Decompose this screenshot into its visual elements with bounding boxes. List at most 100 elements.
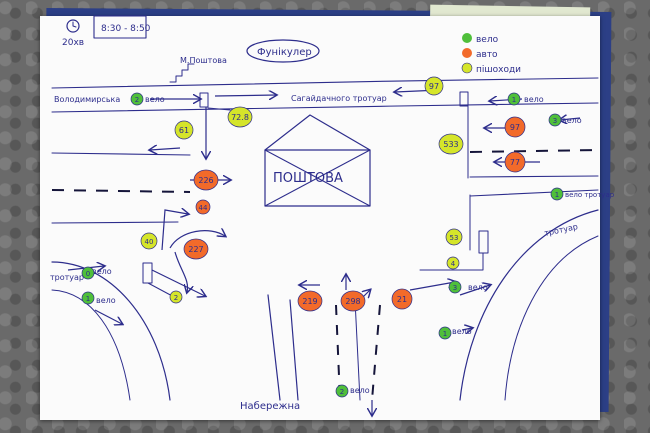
curb-right-inner xyxy=(504,235,599,401)
count-badge-circle xyxy=(550,187,564,201)
count-badge-c-1-velo-left: 1 xyxy=(81,291,95,305)
count-badge-circle xyxy=(504,116,526,138)
count-badge-value: 97 xyxy=(510,123,520,132)
count-badge-c-77: 77 xyxy=(504,151,526,173)
velo-label-3: вело xyxy=(562,116,582,125)
count-badge-c-728: 72.8 xyxy=(227,106,253,128)
velo-label-2: вело xyxy=(524,95,544,104)
count-badge-circle xyxy=(183,238,209,260)
volodymyrska-label: Володимирська xyxy=(54,95,120,104)
count-badge-c-3-velo-mid: 3 xyxy=(448,280,462,294)
count-badge-value: 2 xyxy=(174,294,178,302)
clock-icon xyxy=(66,19,80,33)
count-badge-value: 1 xyxy=(86,295,90,303)
count-badge-circle xyxy=(507,92,521,106)
velo-label-8: вело xyxy=(350,386,370,395)
count-badge-c-1-velo-tr: 1 xyxy=(550,187,564,201)
legend-velo-label: вело xyxy=(476,35,499,45)
legend: вело авто пішоходи xyxy=(461,33,521,75)
street-top-line xyxy=(51,77,599,89)
velo-label-7: вело xyxy=(468,283,488,292)
count-badge-value: 226 xyxy=(198,176,213,185)
velo-tr-label: вело тротуар xyxy=(565,191,615,199)
count-badge-circle xyxy=(130,92,144,106)
legend-ped-label: пішоходи xyxy=(476,65,521,75)
count-badge-value: 533 xyxy=(443,140,458,149)
count-badge-circle xyxy=(504,151,526,173)
count-badge-c-298: 298 xyxy=(340,290,366,312)
count-badge-value: 97 xyxy=(429,82,439,91)
count-badge-value: 3 xyxy=(453,284,457,292)
time-range: 8:30 - 8:50 xyxy=(101,24,151,34)
count-badge-circle xyxy=(174,120,194,140)
count-badge-value: 298 xyxy=(345,297,360,306)
count-badge-value: 61 xyxy=(179,126,189,135)
count-badge-circle xyxy=(169,290,183,304)
velo-label-4: вело xyxy=(92,267,112,276)
street-bottom-line xyxy=(51,102,599,113)
count-badge-c-40: 40 xyxy=(140,232,158,250)
count-badge-value: 77 xyxy=(510,158,520,167)
count-badge-circle xyxy=(81,266,95,280)
count-badge-c-4: 4 xyxy=(446,256,460,270)
traffic-light-top-left xyxy=(199,92,209,108)
count-badge-circle xyxy=(445,228,463,246)
count-badge-c-219: 219 xyxy=(297,290,323,312)
count-badge-circle xyxy=(438,133,464,155)
count-badge-value: 44 xyxy=(199,204,208,212)
curb-left-inner xyxy=(51,289,131,401)
count-badge-value: 1 xyxy=(443,330,447,338)
traffic-light-left xyxy=(142,262,153,284)
header-block: 20хв 8:30 - 8:50 xyxy=(62,15,151,48)
count-badge-value: 1 xyxy=(555,191,559,199)
count-badge-c-97-car: 97 xyxy=(504,116,526,138)
count-badge-circle xyxy=(548,113,562,127)
count-badge-value: 2 xyxy=(135,96,139,104)
count-badge-c-1-velo-bottom: 1 xyxy=(438,326,452,340)
count-badge-c-3-velo-right: 3 xyxy=(548,113,562,127)
count-badge-circle xyxy=(448,280,462,294)
funicular-title: Фунікулер xyxy=(257,46,312,58)
count-badge-value: 72.8 xyxy=(231,113,249,122)
count-badge-circle xyxy=(446,256,460,270)
count-badge-value: 3 xyxy=(553,117,557,125)
count-badge-circle xyxy=(227,106,253,128)
stairs-icon xyxy=(169,63,195,83)
count-badge-value: 0 xyxy=(86,270,90,278)
count-badge-value: 219 xyxy=(302,297,317,306)
count-badge-circle xyxy=(424,76,444,96)
velo-label-5: вело xyxy=(96,296,116,305)
count-badge-c-1-velo-right: 1 xyxy=(507,92,521,106)
traffic-light-right xyxy=(478,230,489,254)
count-badge-c-97-top: 97 xyxy=(424,76,444,96)
funicular-ellipse xyxy=(246,39,320,63)
sidewalk-right-label: тротуар xyxy=(544,222,579,238)
count-badge-value: 21 xyxy=(397,295,407,304)
count-badge-value: 53 xyxy=(450,234,459,242)
count-badge-value: 1 xyxy=(512,96,516,104)
count-badge-value: 4 xyxy=(451,260,456,268)
count-badge-c-2-velo-top: 2 xyxy=(130,92,144,106)
count-badge-c-0-velo: 0 xyxy=(81,266,95,280)
count-badge-c-53: 53 xyxy=(445,228,463,246)
legend-velo-dot xyxy=(462,33,472,43)
count-badge-circle xyxy=(438,326,452,340)
post-office-label: ПОШТОВА xyxy=(273,171,343,186)
count-badge-circle xyxy=(140,232,158,250)
curb-right-outer xyxy=(459,209,599,401)
count-badge-circle xyxy=(391,288,413,310)
count-badge-c-533: 533 xyxy=(438,133,464,155)
sidewalk-left-label: тротуар xyxy=(50,273,84,282)
duration-label: 20хв xyxy=(62,38,84,48)
legend-ped-dot xyxy=(461,62,473,74)
count-badge-c-227: 227 xyxy=(183,238,209,260)
paper-sheet xyxy=(40,16,600,420)
count-badge-c-61: 61 xyxy=(174,120,194,140)
count-badge-circle xyxy=(340,290,366,312)
curb-left-outer xyxy=(51,261,171,401)
count-badge-value: 227 xyxy=(188,245,203,254)
poshtova-stairs-label: М.Поштова xyxy=(180,56,227,65)
time-box xyxy=(93,15,147,39)
velo-label-6: вело xyxy=(452,327,472,336)
